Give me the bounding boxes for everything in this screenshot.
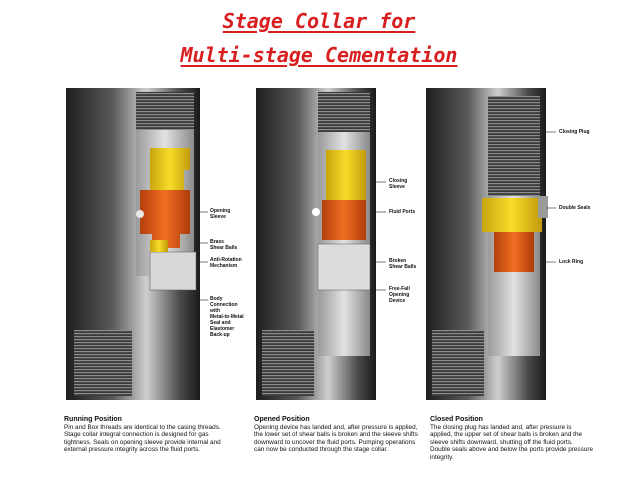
title-line-1: Stage Collar for [222,9,416,33]
anti-rotation-part [150,240,168,252]
caption-body: Pin and Box threads are identical to the… [64,423,221,454]
caption-heading: Running Position [64,416,122,423]
label-opening-sleeve: Opening Sleeve [210,208,231,220]
label-brass-shear-balls: Brass Shear Balls [210,239,238,251]
label-body-connection: Body Connection with Metal-to-Metal Seal… [210,296,244,338]
caption-body: Opening device has landed and, after pre… [254,423,418,454]
fluid-port [312,208,320,216]
closing-plug [488,96,540,196]
caption-body: The closing plug has landed and, after p… [430,423,594,461]
pin-thread [74,330,132,396]
opening-device [317,243,371,291]
lower-sleeve [149,251,197,291]
panel-closed-position [426,88,556,400]
label-closing-sleeve: Closing Sleeve [389,178,408,190]
panel-running-position [66,88,208,400]
label-closing-plug: Closing Plug [559,129,590,135]
caption-closed-position: Closed Position The closing plug has lan… [430,416,594,462]
label-double-seals: Double Seals [559,205,591,211]
label-broken-shear-balls: Broken Shear Balls [389,258,417,270]
closing-sleeve-part [482,198,542,232]
pin-thread [262,330,314,396]
label-lock-ring: Lock Ring [559,259,584,265]
box-thread [318,92,370,132]
pin-thread [432,330,484,396]
label-fluid-ports: Fluid Ports [389,209,416,215]
box-thread [136,92,194,130]
plug-seat [538,196,548,218]
opening-sleeve-part [150,148,190,200]
label-anti-rotation-mechanism: Anti-Rotation Mechanism [210,257,242,269]
closing-sleeve-part [326,150,366,200]
shear-ring-part [140,190,190,248]
lower-sleeve-part [322,200,366,240]
panel-opened-position [256,88,386,400]
title-line-2: Multi-stage Cementation [180,43,458,67]
caption-heading: Opened Position [254,416,310,423]
caption-running-position: Running Position Pin and Box threads are… [64,416,232,454]
label-free-fall-opening-device: Free-Fall Opening Device [389,286,410,304]
port-hole [136,210,144,218]
caption-heading: Closed Position [430,416,483,423]
lower-sleeve-part [494,232,534,272]
caption-opened-position: Opened Position Opening device has lande… [254,416,420,454]
